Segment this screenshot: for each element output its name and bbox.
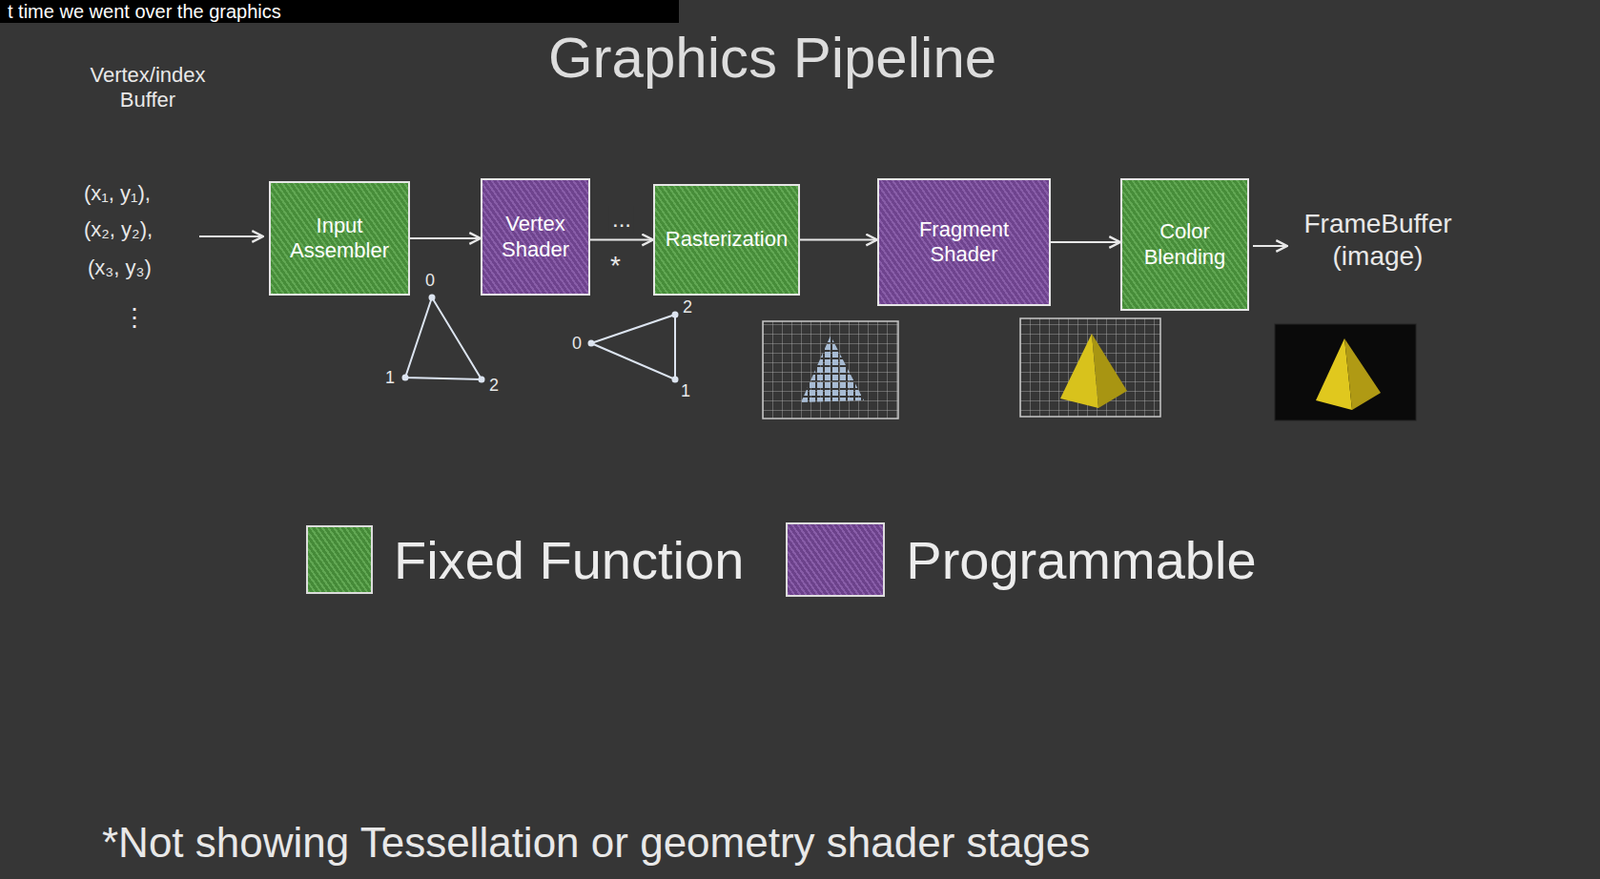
video-caption: t time we went over the graphics — [0, 0, 289, 23]
legend-swatch — [306, 525, 373, 595]
continuation-dots: ⋮ — [122, 303, 147, 333]
diagram-title: Graphics Pipeline — [548, 24, 997, 91]
coordinate: (x₂, y₂), — [83, 217, 153, 243]
vertex-triangle — [402, 294, 486, 384]
coordinate: (x₃, y₃) — [87, 255, 152, 281]
input-arrow — [199, 235, 264, 238]
fragment-grid — [1020, 318, 1161, 417]
pipeline-arrow — [590, 239, 654, 242]
caption-bar — [0, 0, 679, 23]
footnote-marker: * — [610, 249, 621, 283]
legend-label: Programmable — [905, 529, 1256, 592]
edge-label: ... — [609, 205, 635, 233]
coordinate: (x₁, y₁), — [83, 181, 151, 206]
framebuffer-label: FrameBuffer (image) — [1296, 207, 1459, 272]
vertex-index: 1 — [385, 368, 395, 390]
vertex-index: 2 — [682, 297, 693, 319]
legend-item: Fixed Function — [306, 525, 744, 595]
fixed-function-stage: Rasterization — [653, 184, 800, 296]
vertex-index: 0 — [425, 270, 435, 292]
footnote: *Not showing Tessellation or geometry sh… — [102, 818, 1090, 869]
pipeline-arrow — [410, 237, 481, 240]
stage-label: Input Assembler — [279, 213, 400, 265]
stage-label: Color Blending — [1130, 219, 1239, 270]
vertex-index: 1 — [680, 381, 691, 403]
legend-item: Programmable — [785, 522, 1256, 597]
framebuffer-image — [1274, 324, 1416, 421]
vertex-index: 0 — [572, 333, 582, 355]
transformed-triangle — [588, 311, 679, 384]
programmable-stage: Vertex Shader — [480, 178, 591, 296]
output-arrow — [1252, 245, 1288, 247]
legend: Fixed Function Programmable — [306, 522, 1257, 597]
stage-label: Vertex Shader — [491, 211, 580, 263]
raster-grid — [762, 321, 899, 419]
stage-label: Fragment Shader — [887, 217, 1041, 268]
legend-label: Fixed Function — [393, 529, 744, 592]
vertex-index: 2 — [489, 375, 499, 397]
pipeline-arrow — [800, 239, 878, 242]
stage-label: Rasterization — [665, 226, 788, 252]
legend-swatch — [785, 522, 885, 597]
fixed-function-stage: Color Blending — [1120, 178, 1250, 311]
pipeline-arrow — [1050, 241, 1121, 244]
programmable-stage: Fragment Shader — [877, 178, 1051, 307]
fixed-function-stage: Input Assembler — [268, 181, 411, 296]
buffer-label: Vertex/index Buffer — [76, 62, 220, 114]
